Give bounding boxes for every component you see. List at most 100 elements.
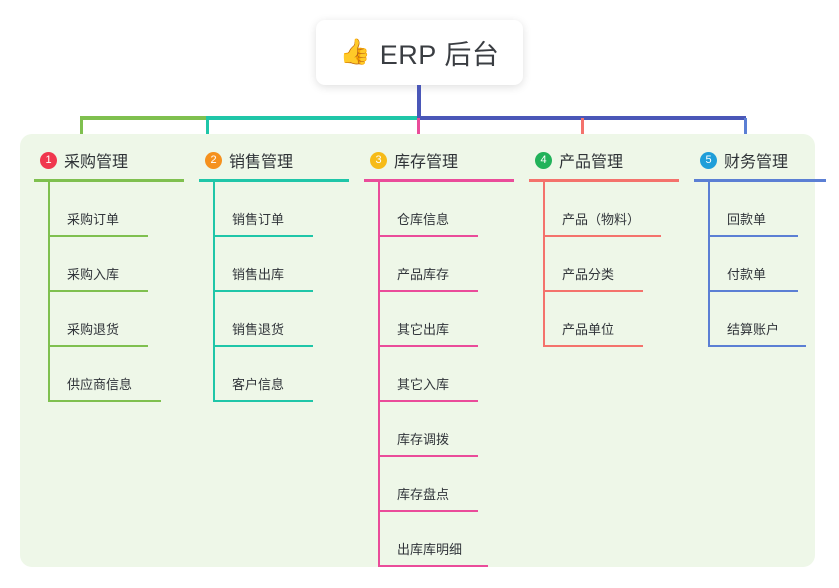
branch-item-underline (48, 400, 161, 402)
branch-item-underline (708, 290, 798, 292)
branch-number-badge: 3 (370, 151, 387, 169)
branch-item-underline (378, 290, 478, 292)
branch-item[interactable]: 回款单 (708, 182, 826, 237)
branch-item-label: 销售出库 (232, 267, 285, 282)
branch-item-underline (543, 235, 661, 237)
branch-item[interactable]: 其它出库 (378, 292, 514, 347)
branch-item-underline (543, 345, 643, 347)
branch-item[interactable]: 结算账户 (708, 292, 826, 347)
branch-item[interactable]: 销售出库 (213, 237, 349, 292)
branch-item-spine (378, 182, 380, 237)
connector-leg-3 (417, 118, 420, 143)
branch-item-spine (543, 237, 545, 292)
branch-item[interactable]: 出库库明细 (378, 512, 514, 567)
branch-item-spine (708, 182, 710, 237)
branch-item-label: 销售退货 (232, 322, 285, 337)
branch-title-label: 采购管理 (64, 154, 129, 171)
branch-item-label: 库存调拨 (397, 432, 450, 447)
branch-item-underline (378, 345, 478, 347)
branch-item-underline (378, 565, 488, 567)
branch-item-spine (213, 292, 215, 347)
branch-items-col-1: 采购订单采购入库采购退货供应商信息 (34, 182, 184, 402)
branch-item-label: 采购入库 (67, 267, 120, 282)
branch-item-label: 其它入库 (397, 377, 450, 392)
branch-item-label: 出库库明细 (397, 542, 463, 557)
branch-header-rule (34, 179, 184, 182)
branch-item-label: 销售订单 (232, 212, 285, 227)
branch-item[interactable]: 产品库存 (378, 237, 514, 292)
branch-number-badge: 5 (700, 151, 717, 169)
branch-item-label: 付款单 (727, 267, 767, 282)
branch-item-label: 仓库信息 (397, 212, 450, 227)
branch-item-spine (48, 292, 50, 347)
branch-item-label: 库存盘点 (397, 487, 450, 502)
branch-item[interactable]: 其它入库 (378, 347, 514, 402)
connector-leg-1 (80, 118, 83, 143)
branch-item-label: 其它出库 (397, 322, 450, 337)
branch-number-badge: 4 (535, 151, 552, 169)
branch-item-underline (48, 345, 148, 347)
branch-item-spine (48, 182, 50, 237)
branch-item[interactable]: 销售退货 (213, 292, 349, 347)
branch-item[interactable]: 库存盘点 (378, 457, 514, 512)
branch-item[interactable]: 采购订单 (48, 182, 184, 237)
branch-item-label: 产品（物料） (562, 212, 641, 227)
branch-item-spine (378, 347, 380, 402)
branch-item[interactable]: 付款单 (708, 237, 826, 292)
branch-items-col-4: 产品（物料） 产品分类产品单位 (529, 182, 679, 347)
connector-stem (417, 85, 421, 118)
branch-item[interactable]: 仓库信息 (378, 182, 514, 237)
branch-item-underline (543, 290, 643, 292)
connector-bus-green (80, 116, 206, 120)
branch-item-underline (378, 235, 478, 237)
branch-header-rule (694, 179, 826, 182)
branch-item[interactable]: 采购入库 (48, 237, 184, 292)
branch-item-spine (708, 237, 710, 292)
branch-item[interactable]: 采购退货 (48, 292, 184, 347)
branch-item-label: 产品库存 (397, 267, 450, 282)
root-node-title-box[interactable]: 👍 ERP 后台 (316, 20, 523, 85)
branch-item-spine (378, 457, 380, 512)
branch-item-spine (378, 292, 380, 347)
branch-item-label: 结算账户 (727, 322, 780, 337)
branch-item-underline (213, 290, 313, 292)
branch-item-underline (378, 400, 478, 402)
connector-leg-2 (206, 118, 209, 143)
branch-item[interactable]: 产品分类 (543, 237, 679, 292)
branch-item-label: 客户信息 (232, 377, 285, 392)
branch-col-3: 3 库存管理仓库信息产品库存其它出库其它入库库存调拨库存盘点出库库明细 (364, 148, 514, 567)
branch-item[interactable]: 产品（物料） (543, 182, 679, 237)
branch-item[interactable]: 库存调拨 (378, 402, 514, 457)
branch-item[interactable]: 客户信息 (213, 347, 349, 402)
branch-item-spine (48, 347, 50, 402)
branch-title-label: 销售管理 (229, 154, 294, 171)
branch-item-spine (48, 237, 50, 292)
branch-item-spine (213, 237, 215, 292)
branch-item-label: 采购退货 (67, 322, 120, 337)
branch-item-spine (378, 237, 380, 292)
root-node-label: ERP 后台 (379, 40, 500, 70)
branch-item-label: 采购订单 (67, 212, 120, 227)
branch-items-col-2: 销售订单销售出库销售退货客户信息 (199, 182, 349, 402)
branch-item-underline (48, 290, 148, 292)
branch-title-label: 财务管理 (724, 154, 789, 171)
branch-item[interactable]: 销售订单 (213, 182, 349, 237)
branch-title-label: 库存管理 (394, 154, 459, 171)
branch-item[interactable]: 供应商信息 (48, 347, 184, 402)
branch-item-underline (708, 345, 806, 347)
branch-items-col-5: 回款单付款单结算账户 (694, 182, 826, 347)
branch-item-spine (213, 347, 215, 402)
branch-item[interactable]: 产品单位 (543, 292, 679, 347)
branch-header-col-3[interactable]: 3 库存管理 (364, 148, 514, 172)
branch-item-label: 产品分类 (562, 267, 615, 282)
branch-items-col-3: 仓库信息产品库存其它出库其它入库库存调拨库存盘点出库库明细 (364, 182, 514, 567)
branch-item-underline (213, 345, 313, 347)
branch-header-col-5[interactable]: 5 财务管理 (694, 148, 826, 172)
